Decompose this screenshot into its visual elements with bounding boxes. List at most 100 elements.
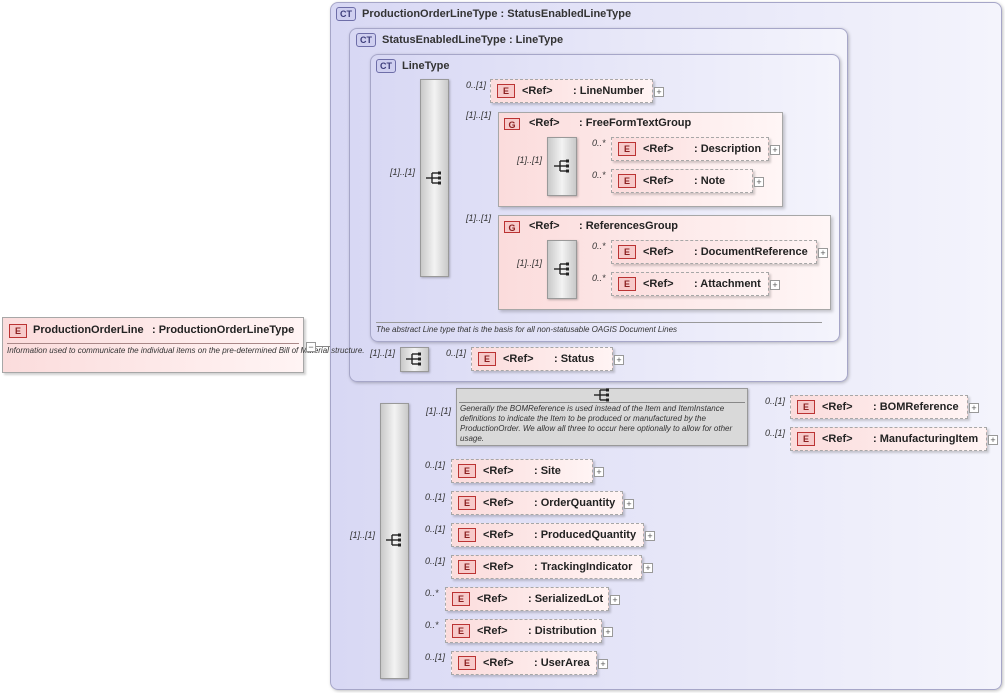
element-name: : UserArea bbox=[534, 657, 590, 669]
ref-label: <Ref> bbox=[483, 657, 514, 669]
sequence-icon bbox=[554, 262, 569, 276]
element-user-area[interactable]: E <Ref> : UserArea bbox=[451, 651, 597, 675]
connector bbox=[316, 346, 341, 347]
sequence-icon bbox=[554, 159, 569, 173]
cardinality: 0..[1] bbox=[425, 492, 446, 502]
sequence-icon bbox=[406, 352, 421, 366]
element-icon: E bbox=[618, 142, 636, 156]
cardinality: [1]..[1] bbox=[390, 167, 416, 177]
element-icon: E bbox=[797, 400, 815, 414]
element-icon: E bbox=[458, 528, 476, 542]
expand-icon[interactable]: + bbox=[818, 248, 828, 258]
line-type-doc: The abstract Line type that is the basis… bbox=[376, 325, 678, 334]
cardinality: 0..* bbox=[592, 170, 606, 180]
sequence-icon bbox=[426, 171, 441, 185]
expand-icon[interactable]: + bbox=[770, 145, 780, 155]
element-site[interactable]: E <Ref> : Site bbox=[451, 459, 593, 483]
ref-label: <Ref> bbox=[483, 529, 514, 541]
element-name: : Site bbox=[534, 465, 561, 477]
ref-label: <Ref> bbox=[822, 401, 853, 413]
element-name: : ManufacturingItem bbox=[873, 433, 979, 445]
root-name: ProductionOrderLine bbox=[33, 324, 144, 336]
element-name: : TrackingIndicator bbox=[534, 561, 633, 573]
divider bbox=[7, 343, 299, 344]
root-type: : ProductionOrderLineType bbox=[152, 324, 295, 336]
element-status[interactable]: E <Ref> : Status bbox=[471, 347, 613, 371]
expand-icon[interactable]: + bbox=[754, 177, 764, 187]
group-icon: G bbox=[504, 221, 520, 233]
element-icon: E bbox=[452, 592, 470, 606]
element-name: : DocumentReference bbox=[694, 246, 808, 258]
root-doc: Information used to communicate the indi… bbox=[7, 346, 365, 355]
element-icon: E bbox=[458, 496, 476, 510]
expand-icon[interactable]: + bbox=[770, 280, 780, 290]
cardinality: [1]..[1] bbox=[466, 213, 492, 223]
expand-icon[interactable]: + bbox=[610, 595, 620, 605]
element-name: : SerializedLot bbox=[528, 593, 604, 605]
ref-label: <Ref> bbox=[643, 246, 674, 258]
element-note[interactable]: E <Ref> : Note bbox=[611, 169, 753, 193]
complex-type-icon: CT bbox=[376, 59, 396, 73]
element-name: : Status bbox=[554, 353, 595, 365]
element-name: : Distribution bbox=[528, 625, 597, 637]
element-serialized-lot[interactable]: E <Ref> : SerializedLot bbox=[445, 587, 609, 611]
element-icon: E bbox=[458, 560, 476, 574]
element-icon: E bbox=[9, 324, 27, 338]
element-attachment[interactable]: E <Ref> : Attachment bbox=[611, 272, 769, 296]
element-icon: E bbox=[478, 352, 496, 366]
element-name: : Note bbox=[694, 175, 726, 187]
ref-label: <Ref> bbox=[483, 497, 514, 509]
element-line-number[interactable]: E <Ref> : LineNumber bbox=[490, 79, 653, 103]
divider bbox=[376, 322, 822, 323]
element-name: : Description bbox=[694, 143, 762, 155]
element-tracking-indicator[interactable]: E <Ref> : TrackingIndicator bbox=[451, 555, 642, 579]
cardinality: 0..[1] bbox=[446, 348, 467, 358]
element-order-quantity[interactable]: E <Ref> : OrderQuantity bbox=[451, 491, 623, 515]
element-produced-quantity[interactable]: E <Ref> : ProducedQuantity bbox=[451, 523, 644, 547]
ref-label: <Ref> bbox=[643, 143, 674, 155]
expand-icon[interactable]: + bbox=[645, 531, 655, 541]
sequence-icon bbox=[386, 533, 401, 547]
expand-icon[interactable]: + bbox=[643, 563, 653, 573]
cardinality: 0..* bbox=[425, 588, 439, 598]
cardinality: 0..* bbox=[592, 273, 606, 283]
element-description[interactable]: E <Ref> : Description bbox=[611, 137, 769, 161]
cardinality: [1]..[1] bbox=[466, 110, 492, 120]
ref-label: <Ref> bbox=[477, 593, 508, 605]
divider bbox=[459, 402, 745, 403]
ref-label: <Ref> bbox=[529, 220, 560, 232]
ref-label: <Ref> bbox=[822, 433, 853, 445]
expand-icon[interactable]: + bbox=[598, 659, 608, 669]
element-icon: E bbox=[618, 245, 636, 259]
collapse-icon[interactable]: − bbox=[306, 342, 316, 352]
cardinality: 0..[1] bbox=[425, 460, 446, 470]
ref-label: <Ref> bbox=[529, 117, 560, 129]
expand-icon[interactable]: + bbox=[988, 435, 998, 445]
element-icon: E bbox=[618, 277, 636, 291]
element-distribution[interactable]: E <Ref> : Distribution bbox=[445, 619, 602, 643]
cardinality: [1]..[1] bbox=[426, 406, 452, 416]
bom-doc: Generally the BOMReference is used inste… bbox=[460, 404, 733, 443]
cardinality: 0..[1] bbox=[425, 652, 446, 662]
group-icon: G bbox=[504, 118, 520, 130]
ref-label: <Ref> bbox=[522, 85, 553, 97]
expand-icon[interactable]: + bbox=[624, 499, 634, 509]
root-element-production-order-line[interactable]: E ProductionOrderLine : ProductionOrderL… bbox=[2, 317, 365, 373]
complex-type-icon: CT bbox=[336, 7, 356, 21]
cardinality: 0..* bbox=[592, 241, 606, 251]
expand-icon[interactable]: + bbox=[654, 87, 664, 97]
ref-label: <Ref> bbox=[477, 625, 508, 637]
element-icon: E bbox=[452, 624, 470, 638]
expand-icon[interactable]: + bbox=[594, 467, 604, 477]
expand-icon[interactable]: + bbox=[969, 403, 979, 413]
element-icon: E bbox=[797, 432, 815, 446]
expand-icon[interactable]: + bbox=[614, 355, 624, 365]
element-document-reference[interactable]: E <Ref> : DocumentReference bbox=[611, 240, 817, 264]
element-manufacturing-item[interactable]: E <Ref> : ManufacturingItem bbox=[790, 427, 987, 451]
cardinality: [1]..[1] bbox=[517, 155, 543, 165]
expand-icon[interactable]: + bbox=[603, 627, 613, 637]
element-bom-reference[interactable]: E <Ref> : BOMReference bbox=[790, 395, 968, 419]
